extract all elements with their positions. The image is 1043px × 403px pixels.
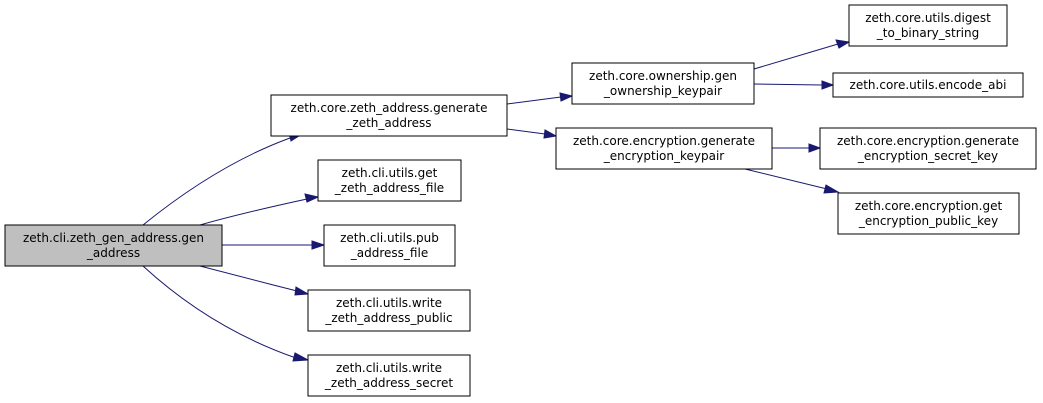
- nodes-layer: zeth.cli.zeth_gen_address.gen_addresszet…: [4, 4, 1037, 397]
- node-label-line: _to_binary_string: [876, 26, 979, 40]
- node-label-line: zeth.core.encryption.get: [855, 199, 1003, 213]
- node-label-line: zeth.cli.utils.write: [336, 361, 442, 375]
- node-eabi[interactable]: zeth.core.utils.encode_abi: [832, 72, 1024, 98]
- edge-gok-to-eabi: [753, 80, 835, 90]
- arrow-head-icon: [821, 80, 835, 90]
- arrow-head-icon: [835, 39, 851, 49]
- edge-root-to-gzaf: [199, 193, 320, 226]
- node-gepk[interactable]: zeth.core.encryption.get_encryption_publ…: [837, 192, 1020, 235]
- arrow-head-icon: [543, 129, 558, 139]
- node-gok[interactable]: zeth.core.ownership.gen_ownership_keypai…: [571, 62, 755, 105]
- node-label-line: _encryption_secret_key: [857, 149, 998, 163]
- edge-line: [506, 128, 546, 135]
- node-label-line: _address: [86, 246, 140, 260]
- node-box[interactable]: [571, 62, 755, 105]
- node-wzap[interactable]: zeth.cli.utils.write_zeth_address_public: [307, 289, 471, 332]
- node-box[interactable]: [307, 354, 471, 397]
- edge-line: [744, 168, 828, 190]
- arrow-head-icon: [292, 352, 310, 362]
- node-label-line: zeth.core.encryption.generate: [837, 134, 1019, 148]
- node-gzaf[interactable]: zeth.cli.utils.get_zeth_address_file: [317, 159, 462, 202]
- edge-line: [753, 83, 823, 86]
- arrow-head-icon: [304, 193, 320, 203]
- node-label-line: _encryption_public_key: [858, 214, 998, 228]
- node-box[interactable]: [832, 72, 1024, 98]
- node-label-line: _zeth_address_secret: [324, 376, 453, 390]
- node-label-line: zeth.cli.zeth_gen_address.gen: [23, 231, 204, 245]
- node-label-line: zeth.core.utils.encode_abi: [850, 78, 1007, 92]
- node-gek[interactable]: zeth.core.encryption.generate_encryption…: [555, 127, 773, 170]
- arrow-head-icon: [823, 184, 840, 194]
- node-label-line: _address_file: [350, 246, 428, 260]
- node-label-line: zeth.core.zeth_address.generate: [291, 101, 488, 115]
- edge-root-to-wzap: [199, 265, 310, 296]
- edge-gek-to-gepk: [744, 168, 840, 194]
- node-label-line: zeth.core.utils.digest: [865, 11, 991, 25]
- arrow-head-icon: [311, 240, 326, 250]
- node-box[interactable]: [4, 224, 223, 267]
- node-box[interactable]: [317, 159, 462, 202]
- edge-root-to-wzas: [142, 265, 310, 362]
- node-box[interactable]: [848, 4, 1008, 47]
- edge-gza-to-gek: [506, 128, 558, 139]
- edge-line: [142, 137, 291, 226]
- edge-gza-to-gok: [506, 92, 574, 105]
- edge-line: [199, 265, 298, 292]
- node-box[interactable]: [819, 127, 1037, 170]
- node-label-line: zeth.core.ownership.gen: [589, 69, 737, 83]
- edge-gek-to-gesk: [772, 143, 822, 153]
- node-label-line: _ownership_keypair: [603, 84, 722, 98]
- arrow-head-icon: [294, 286, 310, 296]
- edge-line: [753, 43, 839, 70]
- arrow-head-icon: [808, 143, 822, 153]
- node-box[interactable]: [270, 94, 508, 137]
- edges-layer: [142, 39, 851, 362]
- edge-gok-to-dtbs: [753, 39, 851, 70]
- node-label-line: zeth.cli.utils.write: [336, 296, 442, 310]
- node-root[interactable]: zeth.cli.zeth_gen_address.gen_address: [4, 224, 223, 267]
- node-label-line: zeth.cli.utils.get: [342, 166, 438, 180]
- node-dtbs[interactable]: zeth.core.utils.digest_to_binary_string: [848, 4, 1008, 47]
- edge-line: [142, 265, 297, 359]
- node-box[interactable]: [555, 127, 773, 170]
- edge-root-to-gza: [142, 132, 304, 226]
- node-gesk[interactable]: zeth.core.encryption.generate_encryption…: [819, 127, 1037, 170]
- node-box[interactable]: [307, 289, 471, 332]
- node-box[interactable]: [837, 192, 1020, 235]
- node-label-line: _zeth_address: [345, 116, 431, 130]
- node-gza[interactable]: zeth.core.zeth_address.generate_zeth_add…: [270, 94, 508, 137]
- node-label-line: _zeth_address_file: [334, 181, 444, 195]
- node-wzas[interactable]: zeth.cli.utils.write_zeth_address_secret: [307, 354, 471, 397]
- node-label-line: zeth.core.encryption.generate: [573, 134, 755, 148]
- node-paf[interactable]: zeth.cli.utils.pub_address_file: [323, 224, 456, 267]
- node-label-line: _encryption_keypair: [603, 149, 725, 163]
- node-box[interactable]: [323, 224, 456, 267]
- node-label-line: zeth.cli.utils.pub: [340, 231, 439, 245]
- edge-line: [199, 198, 308, 226]
- node-label-line: _zeth_address_public: [324, 311, 452, 325]
- arrow-head-icon: [559, 92, 574, 102]
- edge-line: [506, 96, 562, 105]
- edge-root-to-paf: [222, 240, 326, 250]
